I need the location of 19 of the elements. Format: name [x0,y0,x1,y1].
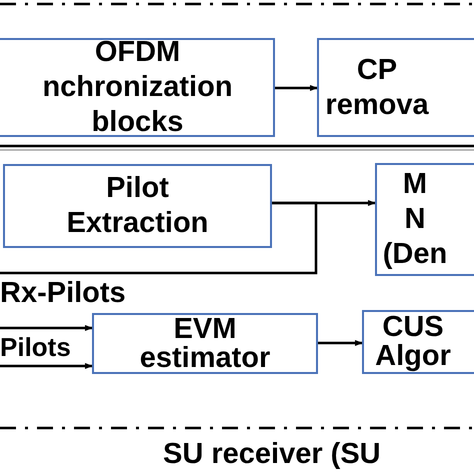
box-label: EVM estimator [138,314,272,372]
process-box [92,313,318,374]
box-label: Pilot Extraction [66,171,210,241]
process-box [375,163,474,276]
process-box [0,38,275,137]
box-label: CP remova [324,52,430,122]
process-box [3,164,272,248]
arrow [0,363,93,369]
process-box [317,38,474,137]
box-label: M N (Den [382,167,448,272]
box-label: OFDM nchronization blocks [41,35,234,140]
boundary-label: SU receiver (SU [163,437,381,471]
signal-label: Rx-Pilots [0,276,126,310]
process-box [362,310,474,374]
signal-label: Pilots [0,332,71,362]
arrow [318,340,363,346]
box-label: CUS Algor [374,313,452,371]
arrow [0,325,93,331]
arrow [275,85,318,91]
